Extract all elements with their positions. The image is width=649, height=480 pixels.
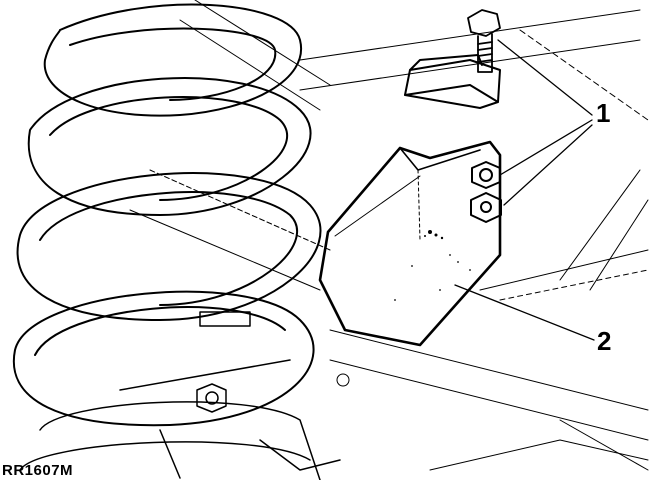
- spring-seat: [19, 311, 341, 480]
- seat-nut: [196, 383, 227, 413]
- callout-leaders: [454, 39, 595, 341]
- washer-nut-upper: [471, 161, 501, 189]
- callout-label-2: 2: [597, 326, 612, 356]
- coil-spring: [12, 3, 322, 427]
- washer-nut-lower: [470, 192, 502, 223]
- callout-label-1: 1: [596, 98, 611, 128]
- upper-bracket: [404, 54, 501, 109]
- hex-bolt: [467, 9, 501, 73]
- figure-reference-code: RR1607M: [2, 462, 74, 479]
- chassis-frame: [129, 0, 649, 471]
- shading-dots: [394, 230, 471, 301]
